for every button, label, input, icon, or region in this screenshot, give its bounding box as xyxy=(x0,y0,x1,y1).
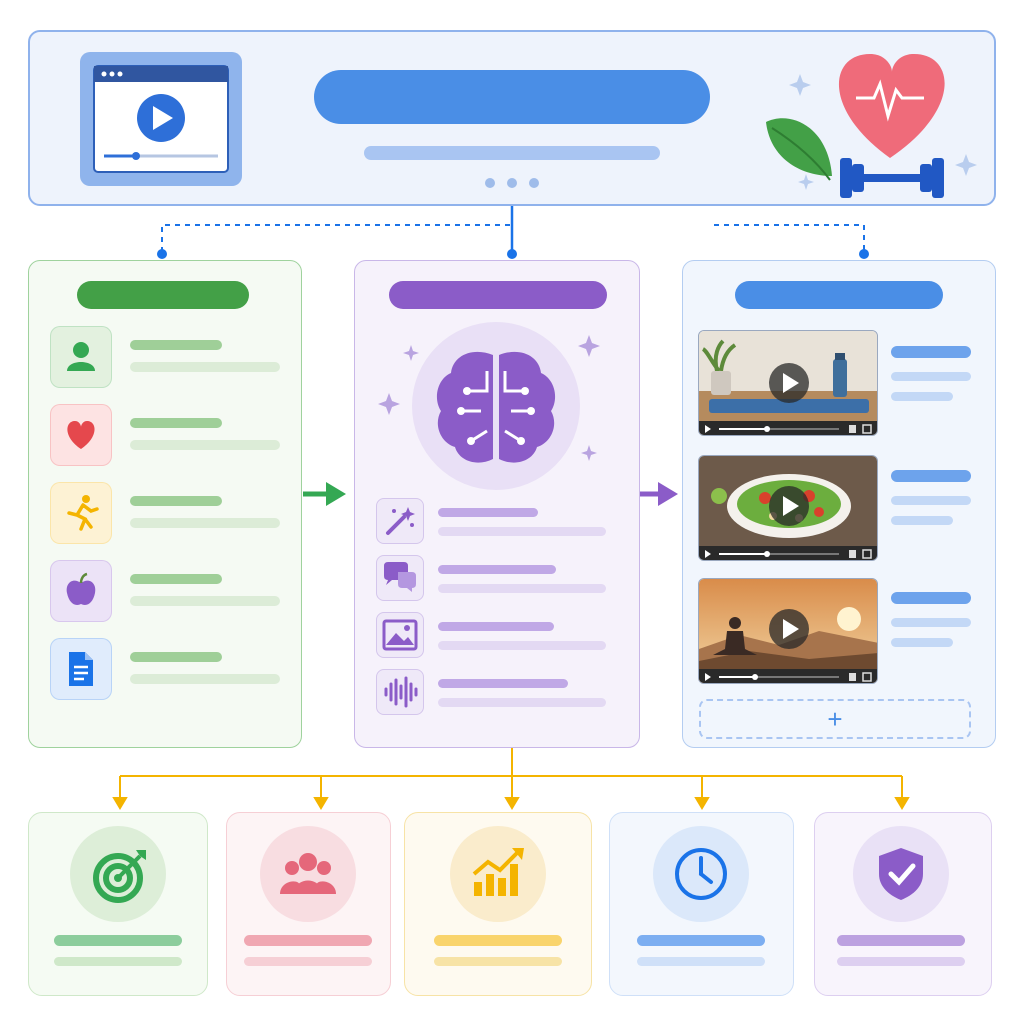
input-item-title-bar xyxy=(130,418,222,428)
input-item-detail-bar xyxy=(130,674,280,684)
ai-feature-title-bar xyxy=(438,508,538,517)
outcome-title-bar xyxy=(637,935,765,946)
ai-feature-tile[interactable] xyxy=(376,498,424,544)
outcome-icon-circle xyxy=(450,826,546,922)
input-item-tile[interactable] xyxy=(50,404,112,466)
input-item-title-bar xyxy=(130,574,222,584)
video-title-bar xyxy=(891,592,971,604)
more-dots-icon[interactable] xyxy=(484,176,544,188)
input-item-tile[interactable] xyxy=(50,560,112,622)
video-detail-bar xyxy=(891,372,971,381)
header-subtitle-bar xyxy=(364,146,660,160)
outcome-title-bar xyxy=(54,935,182,946)
outcome-icon-circle xyxy=(260,826,356,922)
outcome-title-bar xyxy=(837,935,965,946)
ai-feature-detail-bar xyxy=(438,641,606,650)
clock-icon xyxy=(671,844,731,904)
video-detail-bar xyxy=(891,496,971,505)
outcome-icon-circle xyxy=(653,826,749,922)
ai-feature-tile[interactable] xyxy=(376,555,424,601)
header-panel xyxy=(28,30,996,206)
video-title-bar xyxy=(891,470,971,482)
input-item-title-bar xyxy=(130,496,222,506)
ai-feature-detail-bar xyxy=(438,527,606,536)
video-thumbnail-meditation[interactable] xyxy=(698,578,878,684)
video-player-icon xyxy=(80,52,242,186)
ai-feature-title-bar xyxy=(438,565,556,574)
input-item-title-bar xyxy=(130,652,222,662)
video-detail-bar xyxy=(891,638,953,647)
ai-feature-title-bar xyxy=(438,679,568,688)
video-detail-bar xyxy=(891,516,953,525)
magic-wand-icon xyxy=(380,501,420,541)
heart-icon xyxy=(61,415,101,455)
video-thumbnail-salad[interactable] xyxy=(698,455,878,561)
video-progress-knob xyxy=(764,551,770,557)
video-title-bar xyxy=(891,346,971,358)
ai-feature-tile[interactable] xyxy=(376,669,424,715)
outcome-title-bar xyxy=(244,935,372,946)
target-icon xyxy=(88,844,148,904)
outcome-title-bar xyxy=(434,935,562,946)
image-icon xyxy=(380,615,420,655)
apple-icon xyxy=(61,571,101,611)
input-panel-title-bar xyxy=(77,281,249,309)
audio-waveform-icon xyxy=(380,672,420,712)
input-item-title-bar xyxy=(130,340,222,350)
plus-icon: + xyxy=(827,704,843,734)
video-panel-title-bar xyxy=(735,281,943,309)
outcome-icon-circle xyxy=(853,826,949,922)
video-detail-bar xyxy=(891,618,971,627)
input-item-detail-bar xyxy=(130,440,280,450)
person-icon xyxy=(61,337,101,377)
outcome-detail-bar xyxy=(54,957,182,966)
input-item-detail-bar xyxy=(130,362,280,372)
running-icon xyxy=(61,493,101,533)
video-progress-knob xyxy=(764,426,770,432)
health-illustration xyxy=(766,53,977,198)
ai-feature-title-bar xyxy=(438,622,554,631)
video-detail-bar xyxy=(891,392,953,401)
shield-check-icon xyxy=(871,844,931,904)
chat-bubbles-icon xyxy=(380,558,420,598)
growth-chart-icon xyxy=(468,844,528,904)
video-progress-knob xyxy=(752,674,758,680)
document-icon xyxy=(61,649,101,689)
ai-feature-detail-bar xyxy=(438,584,606,593)
video-thumbnail-yoga[interactable] xyxy=(698,330,878,436)
leaf-icon xyxy=(766,118,832,181)
heartbeat-heart-icon xyxy=(838,53,945,158)
input-item-detail-bar xyxy=(130,518,280,528)
outcome-detail-bar xyxy=(434,957,562,966)
header-title-bar xyxy=(314,70,710,124)
input-item-tile[interactable] xyxy=(50,482,112,544)
outcome-detail-bar xyxy=(244,957,372,966)
outcome-detail-bar xyxy=(637,957,765,966)
input-item-detail-bar xyxy=(130,596,280,606)
outcome-icon-circle xyxy=(70,826,166,922)
outcome-detail-bar xyxy=(837,957,965,966)
dumbbell-icon xyxy=(840,158,944,198)
sparkle-icon xyxy=(378,335,600,461)
ai-panel-title-bar xyxy=(389,281,607,309)
input-item-tile[interactable] xyxy=(50,326,112,388)
ai-feature-tile[interactable] xyxy=(376,612,424,658)
group-icon xyxy=(278,844,338,904)
input-item-tile[interactable] xyxy=(50,638,112,700)
ai-brain-icon xyxy=(411,321,581,491)
sparkle-icon xyxy=(789,74,977,190)
ai-feature-detail-bar xyxy=(438,698,606,707)
add-video-button[interactable]: + xyxy=(699,699,971,739)
